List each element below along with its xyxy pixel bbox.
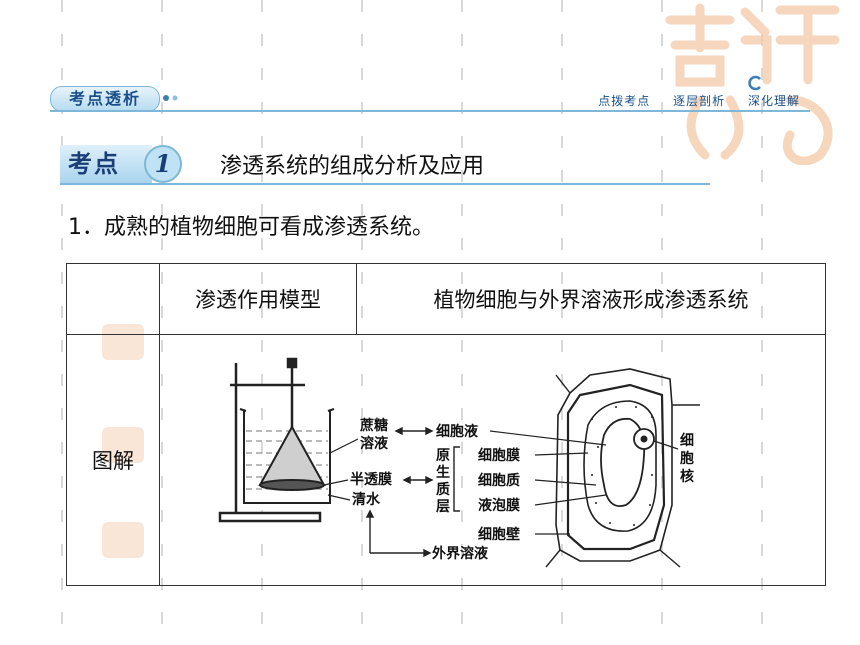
kaodian-title: 渗透系统的组成分析及应用 xyxy=(220,154,485,179)
table-header-empty xyxy=(66,263,160,335)
dots-icon xyxy=(163,95,178,101)
nav-links: 点拨考点 逐层剖析 深化理解 xyxy=(580,92,800,109)
swirl-icon xyxy=(748,75,761,91)
label-xibaoye: 细胞液 xyxy=(436,423,479,440)
nav-link-dianbo[interactable]: 点拨考点 xyxy=(598,94,651,108)
plant-cell xyxy=(545,368,700,568)
section-tag: 考点透析 xyxy=(50,86,160,112)
label-yuanshengzhiceng-4: 层 xyxy=(436,499,450,515)
kaodian-divider xyxy=(60,183,710,185)
label-yuanshengzhiceng-2: 生 xyxy=(436,464,450,481)
table-header-plant-cell: 植物细胞与外界溶液形成渗透系统 xyxy=(356,263,826,335)
kaodian-label: 考点 xyxy=(60,145,152,183)
label-zhetang-1: 蔗糖 xyxy=(359,417,388,434)
osmosis-table: 渗透作用模型 植物细胞与外界溶液形成渗透系统 图解 xyxy=(66,263,826,586)
label-xibaohe-1: 细 xyxy=(680,432,694,449)
label-xibaohe-2: 胞 xyxy=(679,450,694,467)
label-qingshui: 清水 xyxy=(352,491,381,508)
table-header-model: 渗透作用模型 xyxy=(159,263,357,335)
nav-link-zhuceng[interactable]: 逐层剖析 xyxy=(673,94,726,108)
intro-text: 1．成熟的植物细胞可看成渗透系统。 xyxy=(68,215,434,240)
label-zhetang-2: 溶液 xyxy=(360,435,389,452)
seal-watermark xyxy=(665,3,840,165)
row-label: 图解 xyxy=(66,334,160,586)
section-header-bar: 考点透析 点拨考点 逐层剖析 深化理解 xyxy=(50,86,810,112)
kaodian-number: 1 xyxy=(144,145,182,183)
label-xibaomo: 细胞膜 xyxy=(478,447,520,464)
label-bantoumo: 半透膜 xyxy=(350,471,392,488)
diagram-cell: 蔗糖 溶液 半透膜 清水 细胞 xyxy=(159,334,826,586)
label-xibaozhi: 细胞质 xyxy=(478,472,520,489)
header-divider xyxy=(50,110,810,112)
nav-link-shenhua[interactable]: 深化理解 xyxy=(747,94,800,108)
label-waijierongye: 外界溶液 xyxy=(432,545,489,562)
beaker xyxy=(239,408,335,504)
table-header-row: 渗透作用模型 植物细胞与外界溶液形成渗透系统 xyxy=(66,263,826,335)
kaodian-badge: 考点 1 xyxy=(60,145,184,183)
label-yuanshengzhiceng-3: 质 xyxy=(436,481,450,498)
label-xibaobi: 细胞壁 xyxy=(478,526,520,543)
funnel xyxy=(258,375,326,491)
osmosis-diagram: 蔗糖 溶液 半透膜 清水 细胞 xyxy=(218,357,700,568)
label-yuanshengzhiceng-1: 原 xyxy=(436,448,450,464)
label-yepaomo: 液泡膜 xyxy=(478,497,520,514)
table-row: 图解 xyxy=(66,334,826,586)
label-xibaohe-3: 核 xyxy=(680,468,694,485)
iron-stand xyxy=(218,357,322,523)
